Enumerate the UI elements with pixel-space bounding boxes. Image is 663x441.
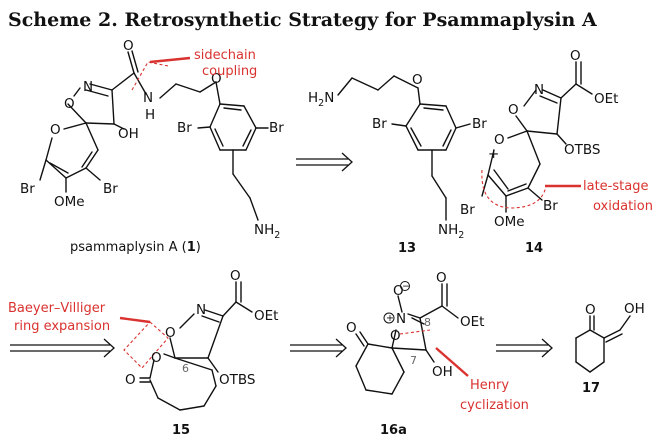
annotation-text: sidechain bbox=[194, 48, 256, 63]
annotation-text: cyclization bbox=[460, 398, 529, 413]
atom-o-minus: O bbox=[393, 283, 404, 299]
atom-o: O bbox=[211, 71, 222, 87]
atom-oh: OH bbox=[118, 126, 139, 142]
annotation-text: oxidation bbox=[593, 199, 653, 214]
compound-1-caption: psammaplysin A (1) bbox=[70, 240, 201, 255]
atom-n: N bbox=[83, 79, 93, 95]
atom-ome: OMe bbox=[54, 194, 85, 210]
atom-br: Br bbox=[460, 202, 475, 218]
position-label-6: 6 bbox=[182, 362, 189, 375]
atom-br: Br bbox=[177, 120, 192, 136]
annotation-baeyer-villiger: Baeyer–Villiger ring expansion bbox=[8, 301, 169, 369]
position-label-8: 8 bbox=[424, 316, 431, 329]
retro-arrow bbox=[10, 338, 115, 358]
atom-o: O bbox=[165, 325, 176, 341]
compound-16a-label: 16a bbox=[380, 423, 407, 438]
retro-arrow bbox=[296, 152, 353, 172]
atom-o: O bbox=[412, 72, 423, 88]
atom-o: O bbox=[390, 328, 401, 344]
atom-o: O bbox=[346, 320, 357, 336]
atom-ome: OMe bbox=[494, 214, 525, 230]
annotation-text: late-stage bbox=[583, 179, 648, 194]
compound-14-label: 14 bbox=[525, 241, 543, 256]
atom-otbs: OTBS bbox=[564, 142, 600, 158]
atom-oh: OH bbox=[432, 364, 453, 380]
scheme-title: Scheme 2. Retrosynthetic Strategy for Ps… bbox=[8, 9, 597, 31]
structure-17: O OH 17 bbox=[575, 301, 645, 396]
atom-o: O bbox=[436, 270, 447, 286]
atom-br: Br bbox=[543, 198, 558, 214]
atom-br: Br bbox=[20, 181, 35, 197]
annotation-sidechain-coupling: sidechain coupling bbox=[131, 48, 257, 91]
retro-arrow bbox=[496, 338, 553, 358]
atom-o: O bbox=[125, 372, 136, 388]
annotation-henry-cyclization: Henry cyclization bbox=[435, 347, 529, 413]
atom-o: O bbox=[570, 48, 581, 64]
structure-15: O OEt N O OTBS O O 6 15 bbox=[125, 268, 278, 438]
retro-arrow bbox=[290, 338, 347, 358]
atom-br: Br bbox=[472, 116, 487, 132]
atom-br: Br bbox=[269, 120, 284, 136]
atom-o: O bbox=[151, 350, 162, 366]
atom-h2n: H2N bbox=[308, 90, 334, 109]
atom-o: O bbox=[230, 268, 241, 284]
atom-h: H bbox=[145, 107, 155, 123]
charge-minus: − bbox=[402, 281, 410, 292]
annotation-late-stage-oxidation: late-stage oxidation bbox=[481, 169, 653, 214]
atom-n: N bbox=[534, 82, 544, 98]
annotation-text: Henry bbox=[470, 378, 509, 393]
atom-oet: OEt bbox=[460, 314, 484, 330]
atom-o: O bbox=[508, 102, 519, 118]
atom-nh2: NH2 bbox=[438, 222, 464, 241]
atom-o: O bbox=[585, 302, 596, 318]
atom-n: N bbox=[396, 311, 406, 327]
atom-o: O bbox=[50, 122, 61, 138]
structure-13: H2N O Br Br NH2 13 bbox=[308, 72, 487, 256]
atom-br: Br bbox=[372, 116, 387, 132]
atom-n: N bbox=[143, 90, 153, 106]
atom-br: Br bbox=[103, 181, 118, 197]
compound-17-label: 17 bbox=[582, 381, 600, 396]
annotation-text: Baeyer–Villiger bbox=[8, 301, 106, 316]
atom-oh: OH bbox=[624, 301, 645, 317]
annotation-text: coupling bbox=[202, 64, 257, 79]
position-label-7: 7 bbox=[410, 354, 417, 367]
annotation-text: ring expansion bbox=[14, 319, 110, 334]
structure-psammaplysin-a: N O O N H OH O Br Br OMe Br Br O NH2 psa… bbox=[20, 38, 284, 255]
compound-13-label: 13 bbox=[398, 241, 416, 256]
atom-o: O bbox=[494, 132, 505, 148]
atom-oet: OEt bbox=[254, 308, 278, 324]
structure-14: O OEt N O OTBS O Br Br OMe 14 bbox=[460, 48, 618, 256]
atom-o: O bbox=[64, 96, 75, 112]
atom-oet: OEt bbox=[594, 91, 618, 107]
atom-nh2: NH2 bbox=[254, 222, 280, 241]
compound-15-label: 15 bbox=[172, 423, 190, 438]
atom-n: N bbox=[196, 302, 206, 318]
atom-otbs: OTBS bbox=[219, 372, 255, 388]
atom-o: O bbox=[123, 38, 134, 54]
structure-16a: O − + N O O O OEt OH 8 7 16a bbox=[346, 270, 484, 438]
charge-plus: + bbox=[386, 313, 394, 324]
